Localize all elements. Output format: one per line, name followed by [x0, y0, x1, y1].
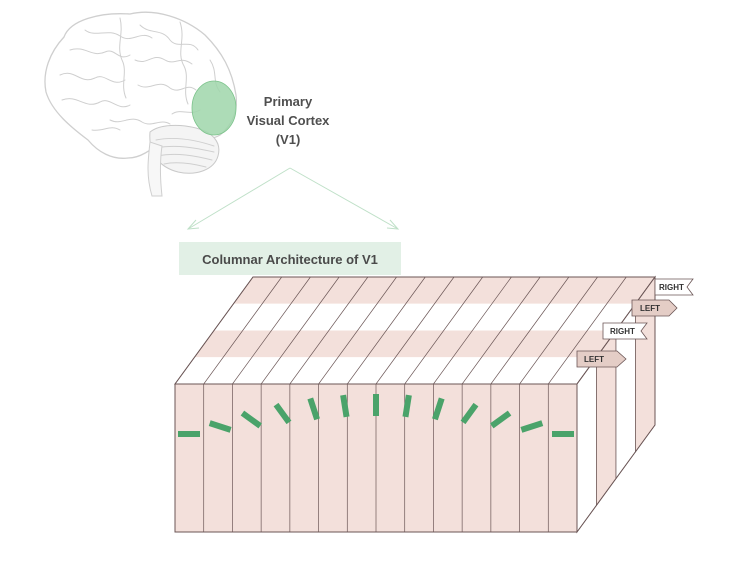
- brain-illustration: [44, 11, 238, 197]
- top-column-line: [548, 276, 627, 385]
- orientation-bar: [520, 420, 544, 433]
- orientation-bar: [402, 394, 412, 418]
- top-column-line: [375, 276, 455, 385]
- top-column-line: [461, 276, 541, 385]
- orientation-bar: [552, 431, 574, 437]
- arrow-left-line: [187, 167, 291, 230]
- banner-title: Columnar Architecture of V1: [202, 252, 378, 267]
- block-top-face: [174, 276, 656, 385]
- orientation-bar: [490, 410, 512, 429]
- orientation-bar: [208, 420, 232, 433]
- flag-front-left-label: LEFT: [584, 355, 604, 364]
- orientation-bar: [307, 397, 320, 421]
- top-column-line: [289, 276, 369, 385]
- flag-front-right: RIGHT: [602, 322, 648, 340]
- block-right-face: [576, 275, 656, 534]
- top-column-line: [433, 276, 512, 385]
- top-column-line: [203, 276, 282, 385]
- arrow-right-line: [289, 167, 399, 230]
- v1-label-line2: Visual Cortex: [247, 113, 331, 128]
- expansion-arrows: [186, 167, 400, 230]
- top-column-line: [404, 276, 483, 385]
- orientation-bar: [340, 394, 350, 418]
- top-column-line: [260, 276, 340, 385]
- cerebellum: [149, 124, 220, 174]
- top-column-line: [347, 276, 426, 385]
- top-column-line: [318, 276, 397, 385]
- v1-label-line3: (V1): [276, 132, 301, 147]
- orientation-bar: [273, 402, 292, 425]
- flag-front-right-label: RIGHT: [610, 327, 635, 336]
- flag-back-left-shape: [631, 299, 678, 317]
- v1-highlight: [191, 80, 237, 136]
- flag-back-left: LEFT: [631, 299, 678, 317]
- right-eye-strip: [576, 356, 597, 534]
- orientation-bars: [178, 394, 574, 437]
- cortex-block: RIGHT LEFT RIGHT LEFT: [174, 275, 694, 534]
- orientation-bar: [178, 431, 200, 437]
- flag-front-left-shape: [576, 350, 627, 368]
- flag-back-right-shape: [654, 278, 694, 296]
- flag-back-right: RIGHT: [654, 278, 694, 296]
- orientation-bar: [460, 402, 479, 425]
- top-column-line: [232, 276, 311, 385]
- flag-front-left: LEFT: [576, 350, 627, 368]
- v1-label-line1: Primary: [264, 94, 313, 109]
- flag-front-right-shape: [602, 322, 648, 340]
- top-column-line: [490, 276, 570, 385]
- orientation-bar: [432, 397, 445, 421]
- brainstem: [147, 141, 163, 197]
- arrow-left-head: [186, 219, 200, 230]
- arrow-right-head: [386, 219, 400, 230]
- flag-back-left-label: LEFT: [640, 304, 660, 313]
- orientation-bar: [373, 394, 379, 416]
- top-column-line: [519, 276, 598, 385]
- banner-background: [179, 242, 401, 275]
- flag-back-right-label: RIGHT: [659, 283, 684, 292]
- orientation-bar: [240, 410, 262, 429]
